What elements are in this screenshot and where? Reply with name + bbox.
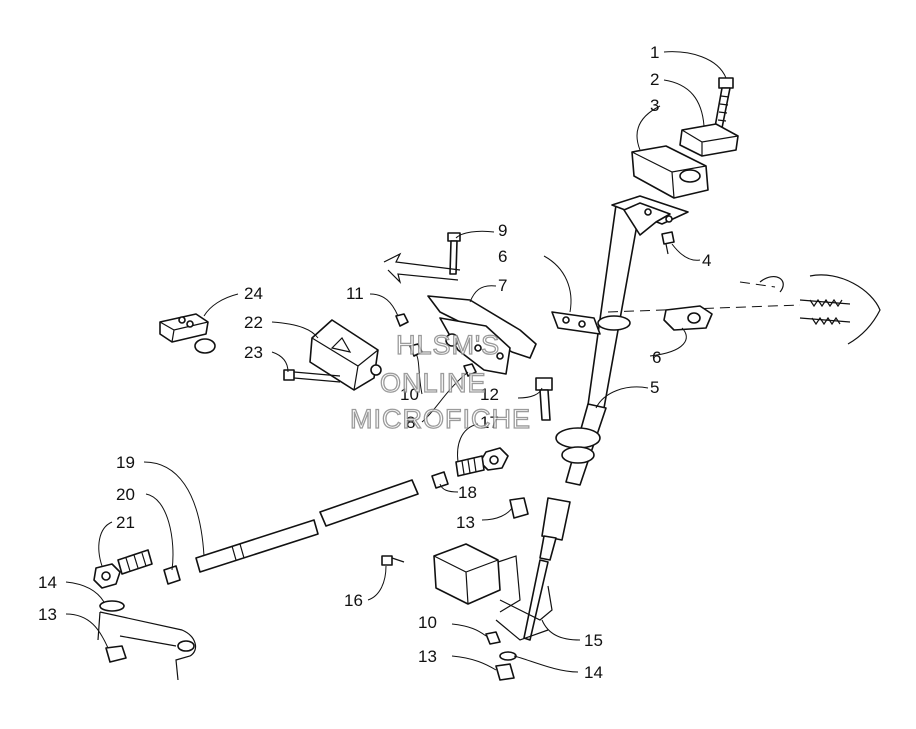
callout-16: 16 — [344, 591, 363, 610]
callout-labels: 1 2 3 4 5 6 6 7 8 9 10 10 11 12 13 13 13… — [38, 43, 711, 682]
callout-14b: 14 — [584, 663, 603, 682]
callout-22: 22 — [244, 313, 263, 332]
cover-box-22 — [309, 319, 382, 391]
nut-10-lower — [485, 631, 501, 645]
callout-20: 20 — [116, 485, 135, 504]
pitman-bracket-15 — [433, 543, 553, 641]
handlebar-clamp-left — [551, 311, 601, 335]
callout-10a: 10 — [400, 385, 419, 404]
callout-4: 4 — [702, 251, 711, 270]
callout-17: 17 — [480, 413, 499, 432]
callout-11: 11 — [346, 284, 364, 303]
callout-7: 7 — [498, 276, 507, 295]
bolt-1 — [714, 77, 734, 129]
tie-rod-end-21 — [93, 549, 153, 589]
bolt-4 — [661, 231, 675, 255]
callout-8: 8 — [406, 413, 415, 432]
callout-13b: 13 — [38, 605, 57, 624]
nut-10-upper — [409, 343, 423, 357]
callout-13a: 13 — [456, 513, 475, 532]
handlebar-clamp-right — [663, 305, 713, 331]
callout-3: 3 — [650, 96, 659, 115]
callout-12: 12 — [480, 385, 499, 404]
screw-23 — [283, 369, 341, 383]
steering-arm-left — [97, 611, 197, 681]
bolt-12 — [535, 377, 553, 421]
callout-21: 21 — [116, 513, 135, 532]
callout-18: 18 — [458, 483, 477, 502]
callout-19: 19 — [116, 453, 135, 472]
clamp-cap-2 — [679, 123, 739, 157]
nut-13-middle — [509, 497, 529, 519]
nut-13-bottom — [495, 663, 515, 681]
clamp-block-3 — [631, 145, 709, 199]
screw-16 — [381, 555, 405, 566]
callout-23: 23 — [244, 343, 263, 362]
callout-13c: 13 — [418, 647, 437, 666]
watermark-line-1: HLSM'S — [396, 330, 500, 360]
arrow-front — [383, 252, 461, 284]
nut-18 — [431, 471, 449, 489]
watermark-line-3: MICROFICHE — [350, 404, 531, 434]
callout-2: 2 — [650, 70, 659, 89]
callout-10b: 10 — [418, 613, 437, 632]
callout-6b: 6 — [652, 348, 661, 367]
callout-24: 24 — [244, 284, 263, 303]
part-24 — [159, 313, 216, 354]
watermark: HLSM'S ONLINE MICROFICHE — [349, 329, 531, 434]
washer-14-left — [99, 600, 125, 612]
nut-13-left — [105, 645, 127, 663]
bracket-arm-7 — [427, 295, 537, 375]
tie-rod-end-17 — [455, 447, 509, 477]
callout-5: 5 — [650, 378, 659, 397]
nut-11 — [395, 313, 409, 327]
callout-6a: 6 — [498, 247, 507, 266]
watermark-line-2: ONLINE — [380, 368, 487, 398]
steering-post — [523, 195, 689, 641]
callout-15: 15 — [584, 631, 603, 650]
washer-14-lower — [499, 651, 517, 661]
callout-9: 9 — [498, 221, 507, 240]
leader-lines — [65, 51, 727, 673]
bolt-9 — [447, 232, 461, 275]
callout-14a: 14 — [38, 573, 57, 592]
callout-1: 1 — [650, 43, 659, 62]
handlebar-outline — [607, 274, 881, 345]
tie-rod-19 — [195, 479, 419, 573]
